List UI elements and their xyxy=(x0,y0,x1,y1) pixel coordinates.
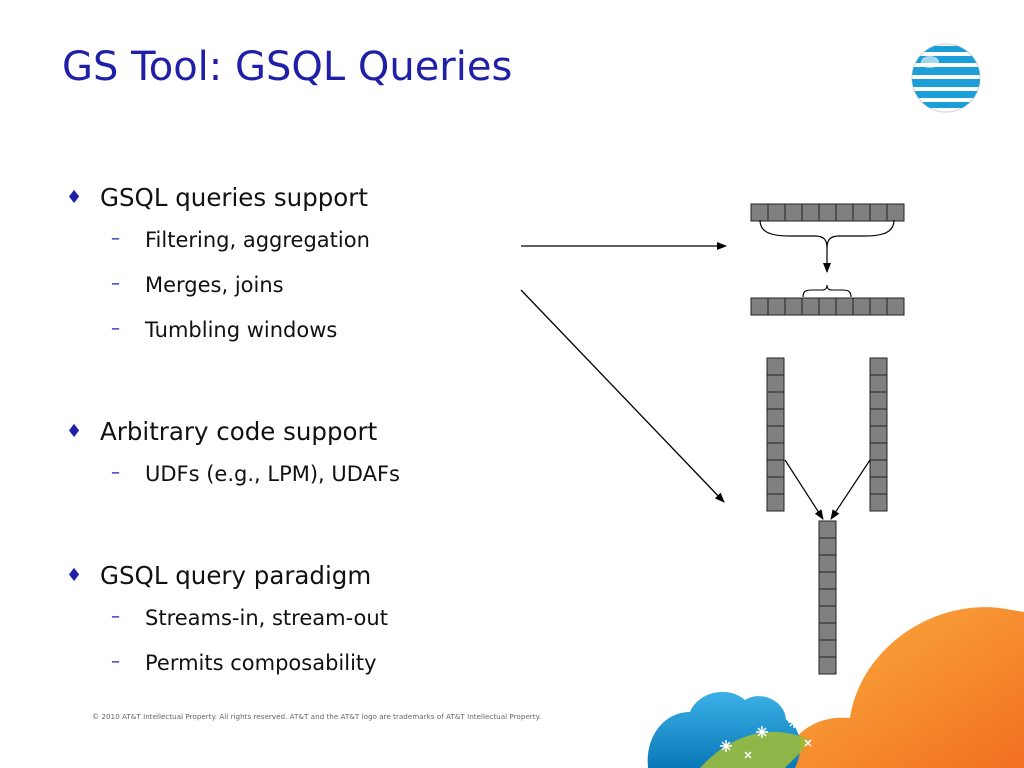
bullet-text: GSQL query paradigm xyxy=(100,561,372,590)
bullet-item: ♦ GSQL query paradigm xyxy=(66,556,388,596)
dash-bullet-icon: – xyxy=(111,228,120,249)
bullet-item: ♦ Arbitrary code support xyxy=(66,412,400,452)
slide-title: GS Tool: GSQL Queries xyxy=(62,44,513,90)
sub-bullet-item: – Streams-in, stream-out xyxy=(66,596,388,641)
diamond-bullet-icon: ♦ xyxy=(66,421,83,442)
sub-bullet-text: Tumbling windows xyxy=(145,318,338,342)
sub-bullet-item: – UDFs (e.g., LPM), UDAFs xyxy=(66,452,400,497)
sub-bullet-item: – Merges, joins xyxy=(66,263,370,308)
sparkle-icons xyxy=(720,716,812,759)
dash-bullet-icon: – xyxy=(111,462,120,483)
sub-bullet-text: Filtering, aggregation xyxy=(145,228,370,252)
bullet-item: ♦ GSQL queries support xyxy=(66,178,370,218)
bullet-group-queries: ♦ GSQL queries support – Filtering, aggr… xyxy=(66,178,370,353)
sub-bullet-text: Merges, joins xyxy=(145,273,284,297)
copyright-footer: © 2010 AT&T Intellectual Property. All r… xyxy=(92,712,542,721)
bullet-group-code: ♦ Arbitrary code support – UDFs (e.g., L… xyxy=(66,412,400,497)
dash-bullet-icon: – xyxy=(111,318,120,339)
att-globe-logo-icon xyxy=(911,43,981,113)
sub-bullet-item: – Permits composability xyxy=(66,641,388,686)
bullet-text: GSQL queries support xyxy=(100,183,368,212)
bullet-text: Arbitrary code support xyxy=(100,417,378,446)
dash-bullet-icon: – xyxy=(111,651,120,672)
sub-bullet-text: UDFs (e.g., LPM), UDAFs xyxy=(145,462,400,486)
diamond-bullet-icon: ♦ xyxy=(66,187,83,208)
bullet-group-paradigm: ♦ GSQL query paradigm – Streams-in, stre… xyxy=(66,556,388,686)
sub-bullet-text: Streams-in, stream-out xyxy=(145,606,388,630)
sub-bullet-item: – Filtering, aggregation xyxy=(66,218,370,263)
sub-bullet-text: Permits composability xyxy=(145,651,377,675)
dash-bullet-icon: – xyxy=(111,273,120,294)
diamond-bullet-icon: ♦ xyxy=(66,565,83,586)
dash-bullet-icon: – xyxy=(111,606,120,627)
green-leaf-shape xyxy=(700,731,810,768)
sub-bullet-item: – Tumbling windows xyxy=(66,308,370,353)
orange-cloud-shape xyxy=(780,607,1024,768)
